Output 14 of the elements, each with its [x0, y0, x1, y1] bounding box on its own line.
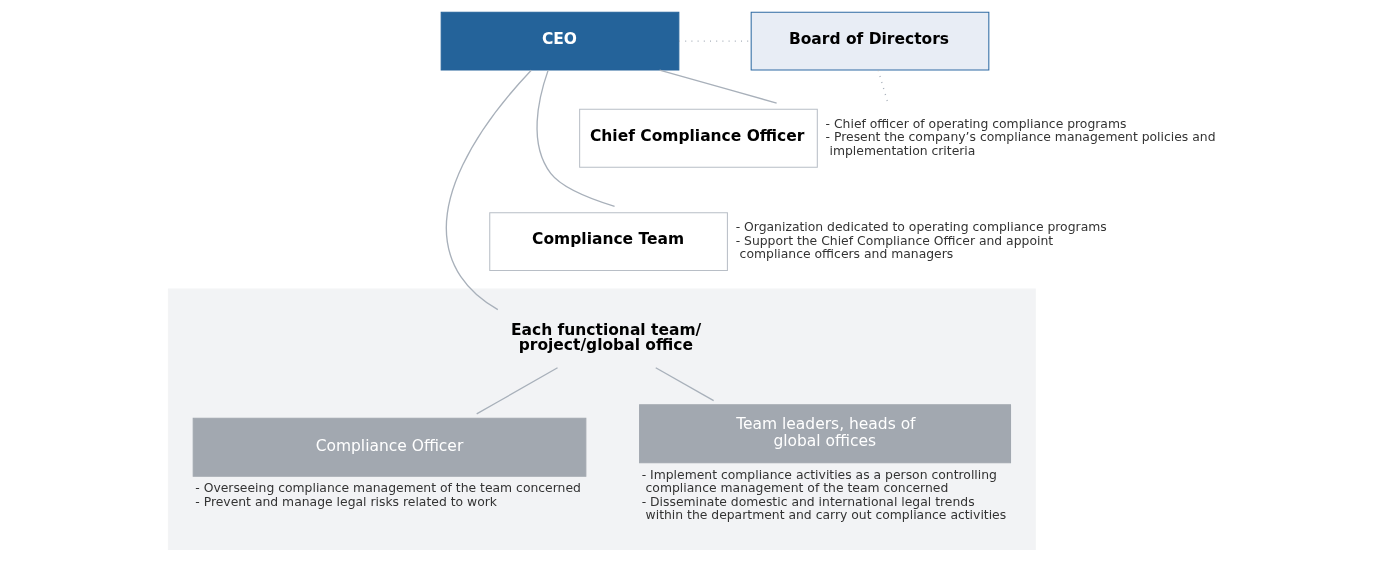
connector [445, 69, 532, 311]
connector [877, 69, 889, 104]
node-label: - Organization dedicated to operating compliance programs [735, 219, 1107, 235]
node-text: Each functional team/ project/global office [510, 320, 701, 355]
connector [535, 69, 615, 208]
node-label: - Implement compliance activities as a person controlling compliance management of the team concerned [641, 466, 997, 496]
node-label: - Chief officer of operating compliance programs [825, 116, 1126, 132]
node-label: - Support the Chief Compliance Officer and appoint compliance officers and managers [735, 232, 1053, 262]
node-label: - Disseminate domestic and international legal trends within the department and carry out compliance activities [641, 493, 1006, 523]
connector [658, 69, 777, 104]
connector [654, 367, 714, 402]
node-label: - Overseeing compliance management of the team concerned [194, 480, 581, 496]
cluster [167, 288, 1036, 551]
connector [475, 367, 558, 415]
